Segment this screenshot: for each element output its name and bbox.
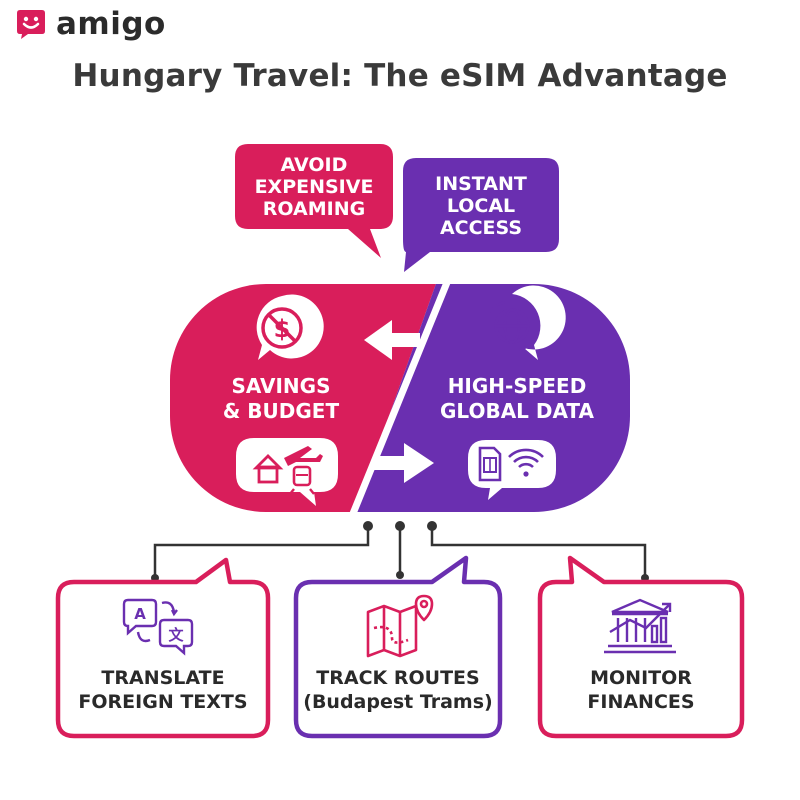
house-icon — [252, 454, 284, 484]
travel-icons-bubble — [236, 438, 338, 506]
no-dollar-icon: $ — [256, 294, 324, 360]
card-line: (Budapest Trams) — [303, 691, 493, 713]
airplane-icon — [284, 446, 323, 466]
translate-glyph-wen: 文 — [168, 626, 184, 644]
translate-glyph-a: A — [134, 605, 146, 623]
sim-card-icon — [478, 446, 502, 482]
panel-line: SAVINGS — [231, 374, 331, 398]
svg-text:$: $ — [274, 315, 291, 343]
card-line: FOREIGN TEXTS — [78, 691, 248, 713]
panel-line: HIGH-SPEED — [447, 374, 587, 398]
card-translate — [55, 557, 271, 739]
card-translate-label: TRANSLATE FOREIGN TEXTS — [58, 666, 268, 714]
wifi-icon — [508, 448, 544, 477]
panel-savings-label: SAVINGS & BUDGET — [198, 374, 364, 424]
bubble-instant-access-text: INSTANT LOCAL ACCESS — [403, 166, 559, 246]
card-line: TRACK ROUTES — [316, 667, 480, 689]
connector-lines — [153, 526, 647, 578]
bubble-line: ACCESS — [439, 217, 523, 239]
connector-dots — [151, 521, 649, 582]
bubble-avoid-roaming-text: AVOID EXPENSIVE ROAMING — [235, 148, 393, 226]
bubble-line: AVOID — [280, 154, 348, 176]
bubble-line: INSTANT — [435, 173, 527, 195]
bubble-line: EXPENSIVE — [254, 176, 374, 198]
bubble-instant-access — [403, 158, 559, 272]
panel-line: GLOBAL DATA — [440, 399, 594, 423]
bubble-avoid-roaming — [235, 144, 393, 258]
card-line: MONITOR — [590, 667, 692, 689]
smiley-chat-icon — [17, 10, 45, 39]
brand-name: amigo — [56, 6, 166, 42]
panel-data-label: HIGH-SPEED GLOBAL DATA — [422, 374, 612, 424]
brand-logo: amigo — [14, 6, 166, 42]
tram-icon — [289, 465, 315, 495]
card-line: TRANSLATE — [101, 667, 225, 689]
arrow-right-icon — [374, 443, 434, 483]
card-monitor-finances-label: MONITOR FINANCES — [540, 666, 742, 714]
bubble-line: ROAMING — [262, 198, 366, 220]
bubble-line: LOCAL — [446, 195, 516, 217]
card-track-routes — [293, 555, 503, 739]
arrow-left-icon — [364, 320, 420, 360]
card-track-routes-label: TRACK ROUTES (Budapest Trams) — [296, 666, 500, 714]
page-title: Hungary Travel: The eSIM Advantage — [72, 58, 728, 94]
data-icons-bubble — [468, 440, 556, 500]
finance-chart-icon — [604, 598, 676, 654]
globe-icon — [489, 285, 566, 360]
translate-icon — [122, 598, 194, 656]
card-line: FINANCES — [587, 691, 695, 713]
panel-line: & BUDGET — [222, 399, 340, 423]
map-route-icon — [366, 594, 434, 658]
